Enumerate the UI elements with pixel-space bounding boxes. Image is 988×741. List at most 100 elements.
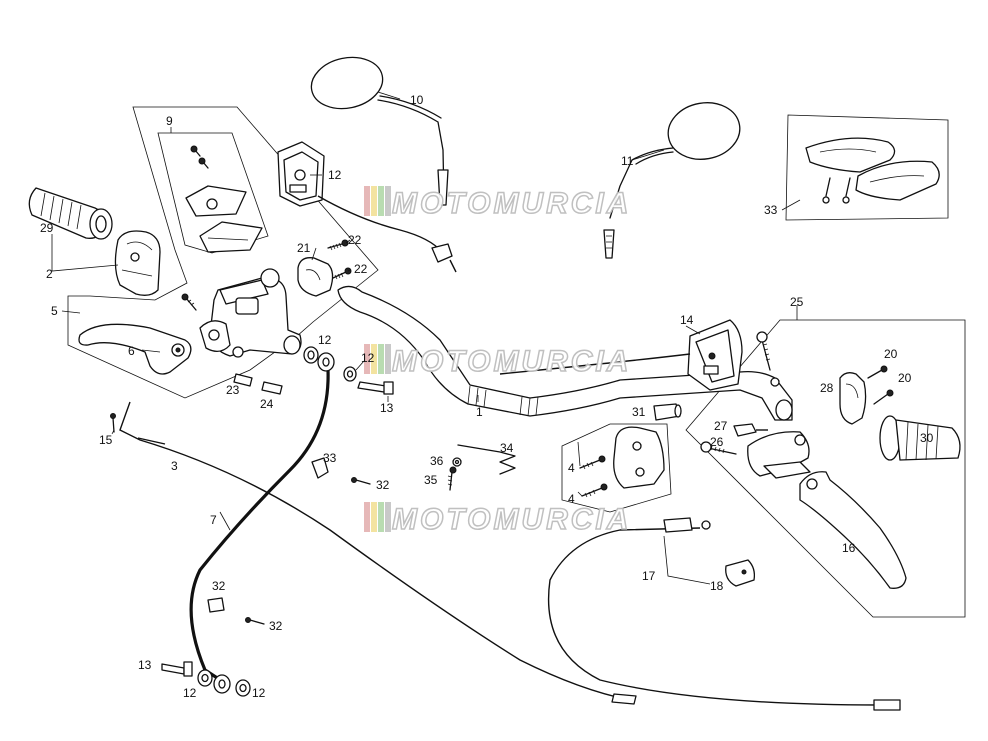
reservoir-cap <box>185 185 247 217</box>
leader-lines <box>51 91 801 585</box>
callout-9: 11 <box>621 154 634 168</box>
throttle-housing <box>613 426 665 489</box>
screw-36 <box>447 466 457 491</box>
callout-21: 21 <box>297 241 311 255</box>
right-switch-module <box>499 319 743 391</box>
left-switch-housing <box>114 230 161 296</box>
screw-4-lower <box>581 483 608 498</box>
callout-36: 35 <box>424 473 438 487</box>
sensor-24 <box>261 381 283 395</box>
callout-26: 26 <box>710 435 724 449</box>
svg-text:MOTOMURCIA: MOTOMURCIA <box>392 187 631 220</box>
callout-20a: 20 <box>884 347 898 361</box>
clip-33-top <box>311 457 329 479</box>
bolt-26 <box>700 441 737 455</box>
callout-5: 5 <box>51 304 58 318</box>
group-outline-34 <box>785 114 949 221</box>
left-mirror <box>310 56 449 206</box>
cable-end-18 <box>725 559 756 587</box>
callout-10: 12 <box>328 168 342 182</box>
cable-3 <box>119 401 637 705</box>
callout-6: 6 <box>128 344 135 358</box>
clamp-28 <box>839 372 867 425</box>
callout-31: 31 <box>632 405 646 419</box>
group-outline-4 <box>561 423 672 513</box>
callout-22a: 22 <box>348 233 362 247</box>
callout-32-bottom: 32 <box>269 619 283 633</box>
bolt-25 <box>756 331 780 387</box>
callout-29: 29 <box>40 221 54 235</box>
bolt-13-bottom <box>161 661 193 677</box>
hand-guards <box>805 137 940 204</box>
callout-12-top: 12 <box>318 333 332 347</box>
screw-near-lever <box>181 293 197 311</box>
left-switch-module <box>277 141 457 273</box>
cable-11 <box>189 369 330 685</box>
callout-8: 10 <box>410 93 424 107</box>
svg-text:MOTOMURCIA: MOTOMURCIA <box>392 503 631 536</box>
callout-33-bottom: 32 <box>212 579 226 593</box>
callout-11: 7 <box>210 513 217 527</box>
screw-32-top <box>351 477 371 485</box>
callout-22b: 22 <box>354 262 368 276</box>
callout-labels: 10 9 12 11 33 29 21 22 22 2 5 6 12 12 23… <box>40 93 934 700</box>
washer-12-mid <box>343 366 357 382</box>
callout-18: 18 <box>710 579 724 593</box>
screw-4-upper <box>579 455 606 470</box>
callout-12-bottom-2: 12 <box>252 686 266 700</box>
callout-13-top: 13 <box>380 401 394 415</box>
watermark-bottom: MOTOMURCIA <box>364 502 631 537</box>
callout-37: 36 <box>430 454 444 468</box>
callout-15: 15 <box>99 433 113 447</box>
callout-34: 33 <box>764 203 778 217</box>
washer-37 <box>452 457 462 467</box>
watermark-middle: MOTOMURCIA <box>364 344 631 379</box>
cable-17 <box>547 517 901 711</box>
handlebar <box>337 285 793 421</box>
reservoir-diaphragm <box>199 221 263 253</box>
banjo-12 <box>317 352 335 372</box>
right-mirror <box>603 102 741 259</box>
callout-7: 9 <box>166 114 173 128</box>
callout-4b: 4 <box>568 492 575 506</box>
right-lever <box>799 471 907 589</box>
group-outline-7 <box>67 106 379 399</box>
bolt-20-upper <box>867 365 888 379</box>
left-lever <box>78 323 192 375</box>
callout-4a: 4 <box>568 461 575 475</box>
callout-27: 27 <box>714 419 728 433</box>
callout-23: 23 <box>226 383 240 397</box>
screw-15 <box>110 413 116 433</box>
washer-12-bottom-2 <box>213 674 231 694</box>
callout-25: 25 <box>790 295 804 309</box>
switch-27 <box>733 423 768 437</box>
callout-2: 2 <box>46 267 53 281</box>
callout-28: 28 <box>820 381 834 395</box>
bolt-20-lower <box>873 389 894 405</box>
clutch-perch <box>747 431 811 479</box>
clip-33-bottom <box>207 597 225 613</box>
watermark-top: MOTOMURCIA <box>364 186 631 221</box>
callout-16: 16 <box>842 541 856 555</box>
callout-30: 30 <box>920 431 934 445</box>
sensor-23 <box>233 373 253 387</box>
reservoir-cap-screws <box>190 145 209 169</box>
washer-12-bottom-3 <box>235 679 251 697</box>
left-grip <box>28 187 113 240</box>
right-grip <box>879 415 961 461</box>
screw-32-bottom <box>245 617 265 625</box>
callout-12-mid: 12 <box>361 351 375 365</box>
callout-32-top: 32 <box>376 478 390 492</box>
bolt-22-lower <box>332 267 352 280</box>
washer-12-bottom-1 <box>197 669 213 687</box>
callout-35: 34 <box>500 441 514 455</box>
callout-14: 14 <box>680 313 694 327</box>
callout-3: 3 <box>171 459 178 473</box>
callout-12-bottom-1: 12 <box>183 686 197 700</box>
part-31 <box>653 403 682 421</box>
svg-text:MOTOMURCIA: MOTOMURCIA <box>392 345 631 378</box>
callout-1: 1 <box>476 405 483 419</box>
callout-17: 17 <box>642 569 656 583</box>
bolt-22-upper <box>327 239 349 251</box>
brake-master-cylinder <box>199 268 302 358</box>
